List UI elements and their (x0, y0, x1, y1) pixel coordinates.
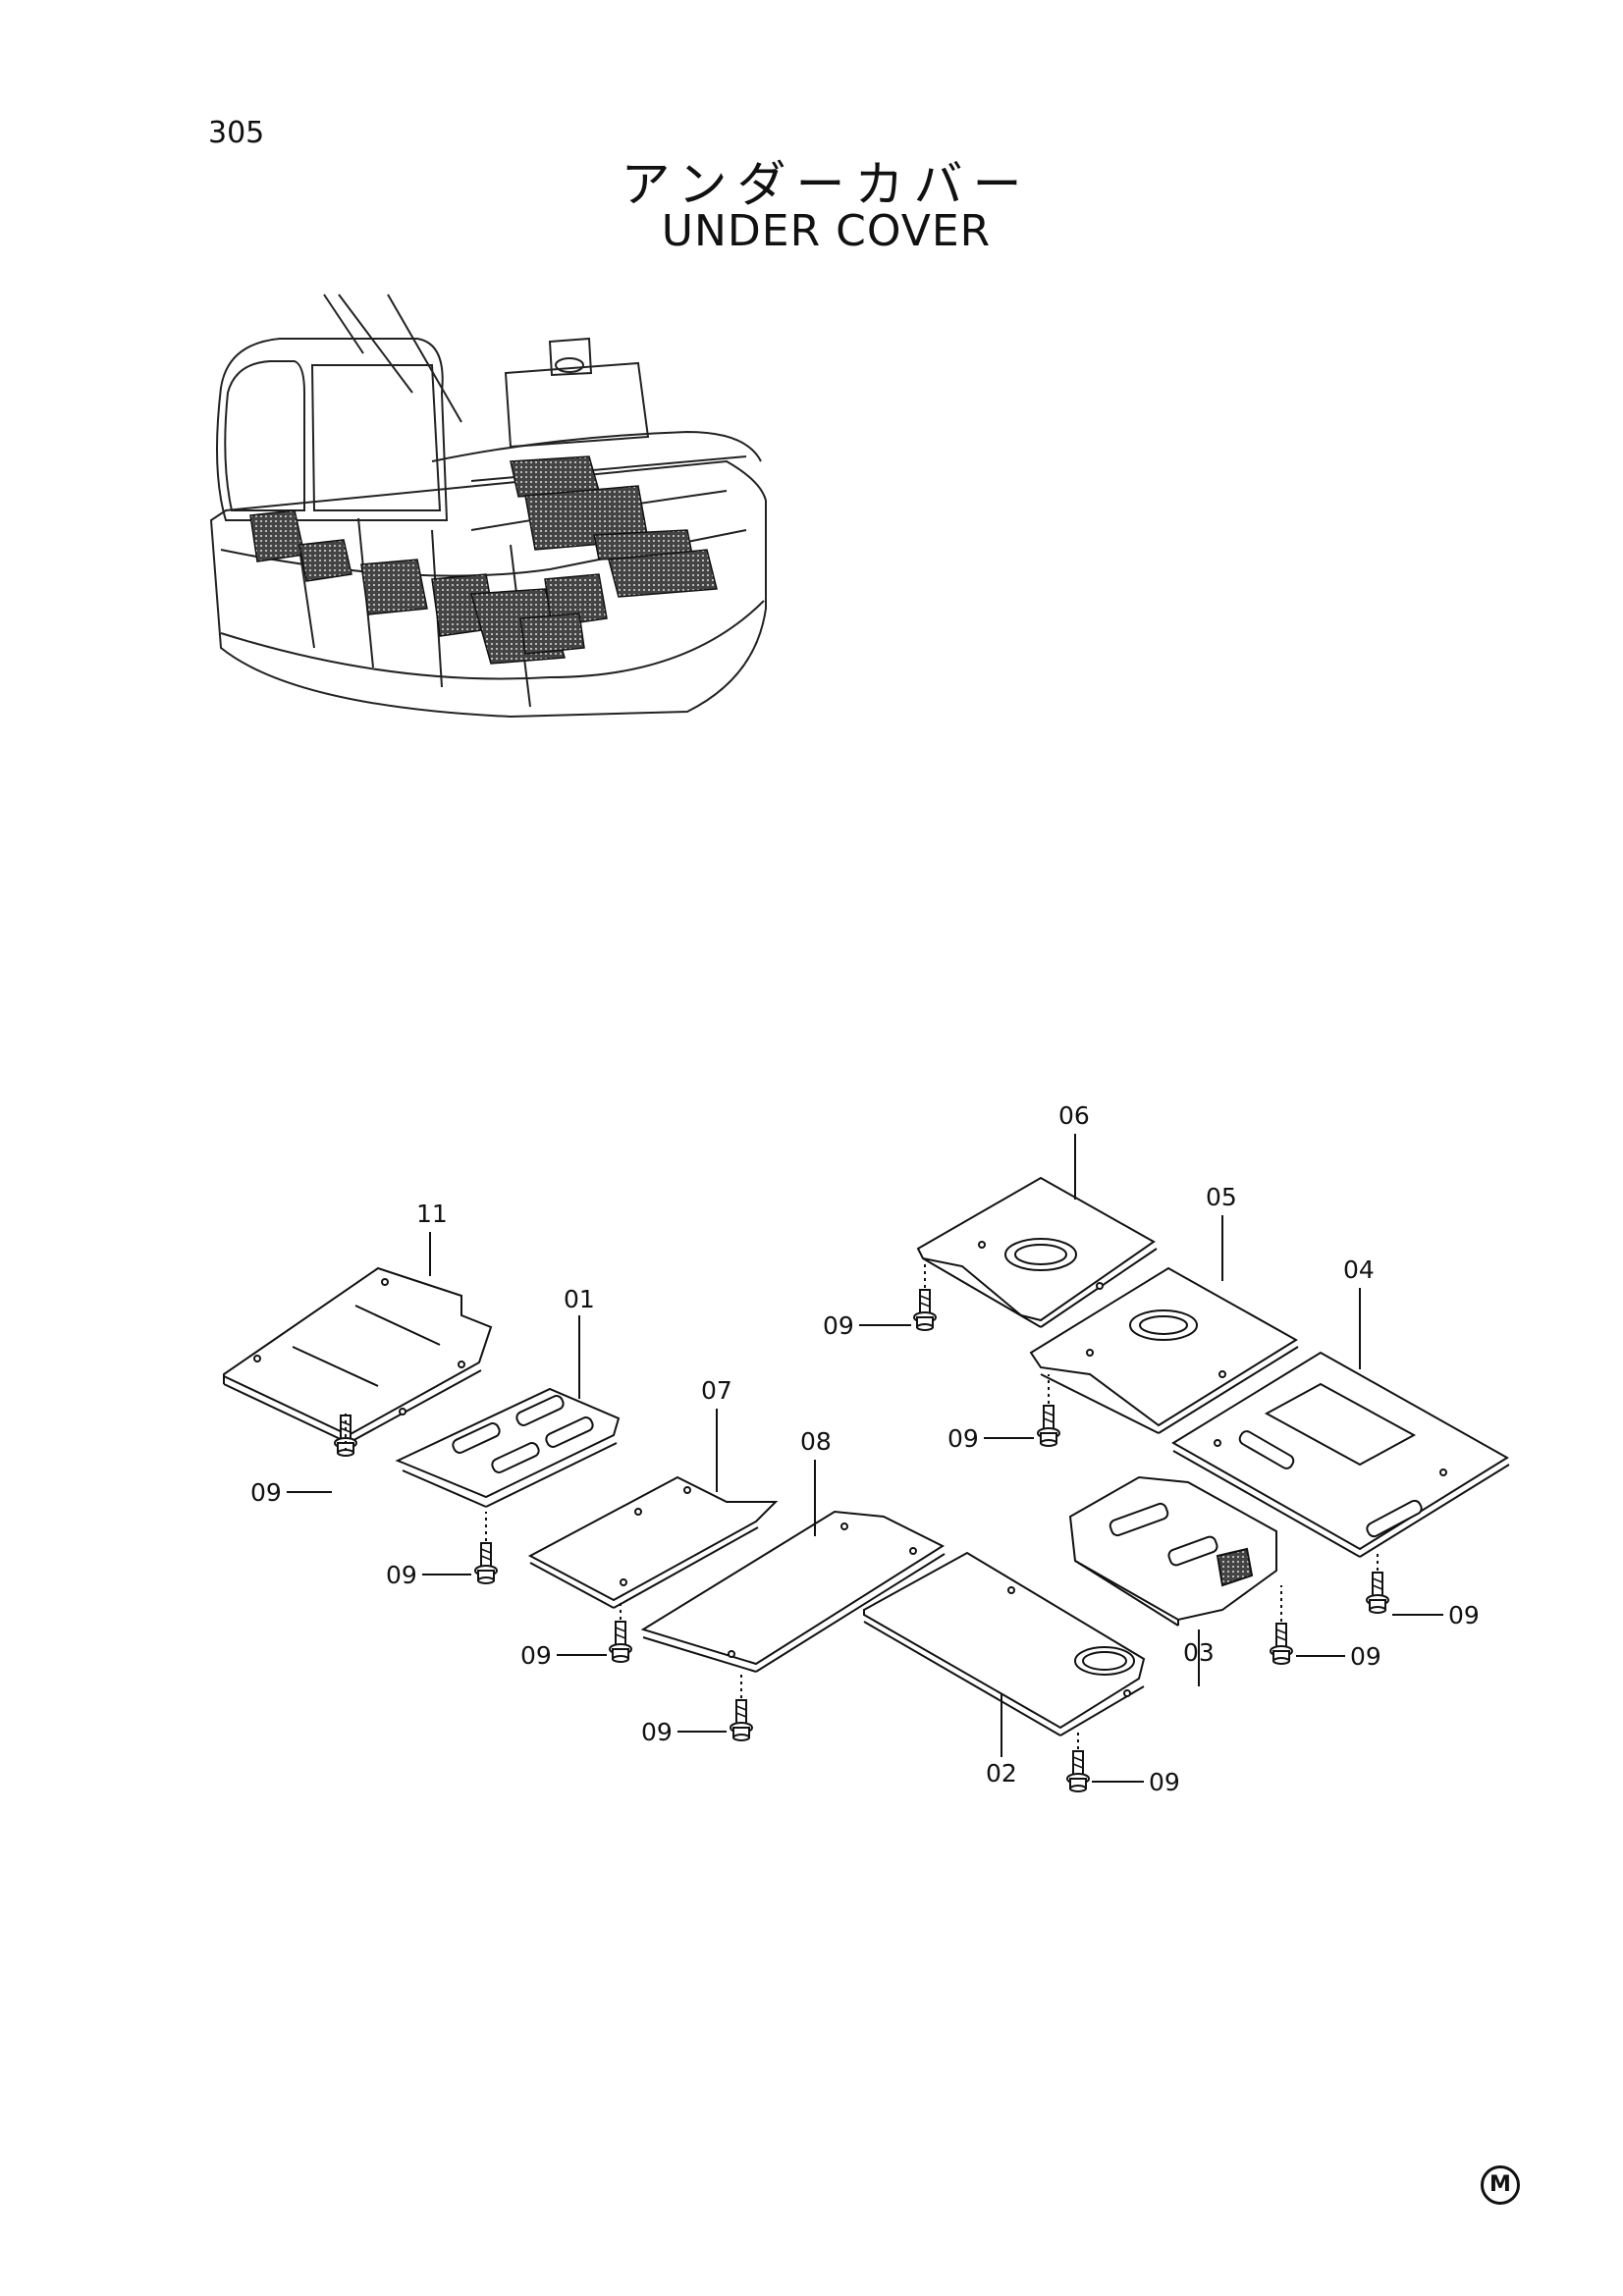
part-05-plate (1029, 1266, 1299, 1434)
part-01-plate (395, 1387, 621, 1508)
callout-09-h: 09 (823, 1311, 854, 1340)
maker-mark-icon: M (1481, 2165, 1520, 2205)
callout-07: 07 (701, 1376, 732, 1405)
machine-underside-mesh-panels (249, 455, 718, 665)
callout-09-g: 09 (1448, 1601, 1480, 1629)
callout-02: 02 (986, 1759, 1017, 1788)
callout-09-f: 09 (1350, 1642, 1381, 1671)
callout-labels: 06 05 04 11 01 07 08 03 02 09 09 09 09 0… (250, 1101, 1480, 1796)
callout-09-a: 09 (250, 1478, 282, 1507)
callout-01: 01 (564, 1285, 595, 1313)
part-06-plate (916, 1176, 1158, 1328)
callout-09-d: 09 (641, 1718, 673, 1746)
callout-09-b: 09 (386, 1561, 417, 1589)
callout-09-i: 09 (947, 1424, 979, 1453)
part-08-plate (640, 1510, 946, 1673)
part-03-plate (1068, 1475, 1277, 1627)
part-11-plate (223, 1266, 493, 1444)
callout-06: 06 (1058, 1101, 1090, 1130)
page-title-japanese: アンダーカバー (621, 156, 1032, 213)
callout-09-e: 09 (1149, 1768, 1180, 1796)
part-04-plate (1171, 1351, 1510, 1558)
callout-05: 05 (1206, 1183, 1237, 1211)
callout-04: 04 (1343, 1255, 1375, 1284)
page-title-english: UNDER COVER (661, 206, 992, 256)
leader-lines (287, 1134, 1443, 1783)
part-07-plate (527, 1475, 779, 1609)
callout-03: 03 (1183, 1638, 1215, 1667)
callout-09-c: 09 (520, 1641, 552, 1670)
page-number: 305 (208, 116, 265, 150)
part-02-plate (863, 1551, 1146, 1736)
callout-08: 08 (800, 1427, 832, 1456)
callout-11: 11 (416, 1200, 448, 1228)
